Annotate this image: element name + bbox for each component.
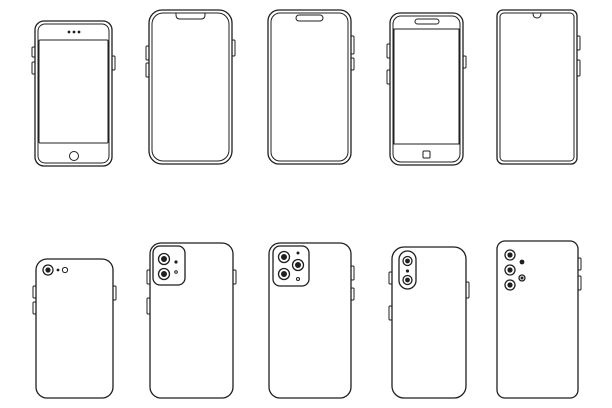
camera-lens-core-icon bbox=[520, 276, 524, 280]
phone-back-vertical-dual-camera bbox=[388, 246, 470, 399]
camera-lens-core-icon bbox=[281, 271, 287, 277]
side-button bbox=[146, 269, 151, 285]
side-button bbox=[388, 305, 393, 321]
phone-front-waterdrop-notch bbox=[496, 9, 581, 165]
notch-icon bbox=[175, 13, 206, 20]
side-button bbox=[350, 265, 355, 281]
home-button-icon bbox=[422, 150, 431, 159]
mic-icon bbox=[174, 270, 178, 274]
side-button bbox=[350, 57, 355, 71]
camera-lens-icon bbox=[518, 274, 526, 282]
camera-lens-core-icon bbox=[161, 256, 167, 262]
side-button bbox=[31, 46, 36, 58]
flash-icon bbox=[174, 260, 178, 264]
camera-lens-icon bbox=[504, 249, 516, 261]
camera-module bbox=[398, 250, 417, 290]
side-button bbox=[112, 285, 117, 301]
side-button bbox=[31, 61, 36, 75]
flash-icon bbox=[296, 251, 300, 255]
phone-back-single-camera bbox=[32, 258, 117, 399]
speaker-slot-icon bbox=[414, 18, 440, 25]
pill-cutout-icon bbox=[295, 14, 324, 22]
camera-lens-core-icon bbox=[161, 271, 167, 277]
side-button bbox=[465, 281, 470, 299]
phone-back-vertical-quad-camera bbox=[496, 240, 582, 399]
speaker-dot-icon bbox=[77, 30, 81, 34]
camera-lens-icon bbox=[157, 252, 171, 266]
flash-icon bbox=[405, 269, 410, 273]
side-button bbox=[386, 69, 391, 85]
home-button-icon bbox=[69, 151, 79, 161]
phone-front-compact-home-button bbox=[386, 12, 467, 166]
side-button bbox=[146, 297, 151, 315]
side-button bbox=[577, 275, 582, 291]
camera-lens-icon bbox=[277, 250, 291, 264]
side-button bbox=[577, 257, 582, 271]
camera-lens-icon bbox=[504, 264, 516, 276]
camera-lens-icon bbox=[291, 258, 305, 272]
camera-lens-core-icon bbox=[281, 254, 287, 260]
phone-front-classic-home-button bbox=[31, 20, 116, 167]
side-button bbox=[388, 271, 393, 285]
waterdrop-notch-icon bbox=[532, 12, 542, 19]
camera-lens-icon bbox=[157, 267, 171, 281]
mic-icon bbox=[61, 266, 69, 274]
flash-icon bbox=[56, 268, 60, 272]
side-button bbox=[350, 35, 355, 55]
phone-front-pill-cutout bbox=[267, 9, 355, 165]
camera-module bbox=[272, 245, 310, 287]
phone-back-dual-camera-square bbox=[146, 242, 237, 399]
flash-icon bbox=[519, 259, 525, 265]
camera-lens-core-icon bbox=[507, 267, 513, 273]
camera-lens-core-icon bbox=[507, 282, 513, 288]
camera-lens-core-icon bbox=[405, 258, 410, 264]
side-button bbox=[232, 269, 237, 285]
side-button bbox=[462, 55, 467, 69]
mic-icon bbox=[296, 277, 300, 281]
camera-module bbox=[152, 245, 186, 286]
side-button bbox=[32, 301, 37, 315]
camera-lens-icon bbox=[504, 279, 516, 291]
speaker-dot-icon bbox=[72, 30, 76, 34]
camera-lens-icon bbox=[402, 274, 413, 286]
camera-lens-core-icon bbox=[45, 267, 51, 273]
side-button bbox=[145, 45, 150, 61]
camera-lens-core-icon bbox=[507, 252, 513, 258]
camera-lens-core-icon bbox=[405, 277, 410, 283]
side-button bbox=[576, 35, 581, 51]
side-button bbox=[576, 59, 581, 77]
phone-front-notch bbox=[145, 9, 236, 165]
camera-lens-core-icon bbox=[295, 262, 301, 268]
camera-lens-icon bbox=[42, 264, 54, 276]
speaker-dot-icon bbox=[67, 30, 71, 34]
side-button bbox=[111, 55, 116, 71]
camera-lens-icon bbox=[402, 255, 413, 267]
camera-lens-icon bbox=[277, 267, 291, 281]
side-button bbox=[145, 62, 150, 78]
phone-back-triple-camera-square bbox=[268, 242, 355, 399]
side-button bbox=[350, 287, 355, 301]
side-button bbox=[386, 43, 391, 59]
side-button bbox=[231, 39, 236, 57]
side-button bbox=[32, 285, 37, 299]
